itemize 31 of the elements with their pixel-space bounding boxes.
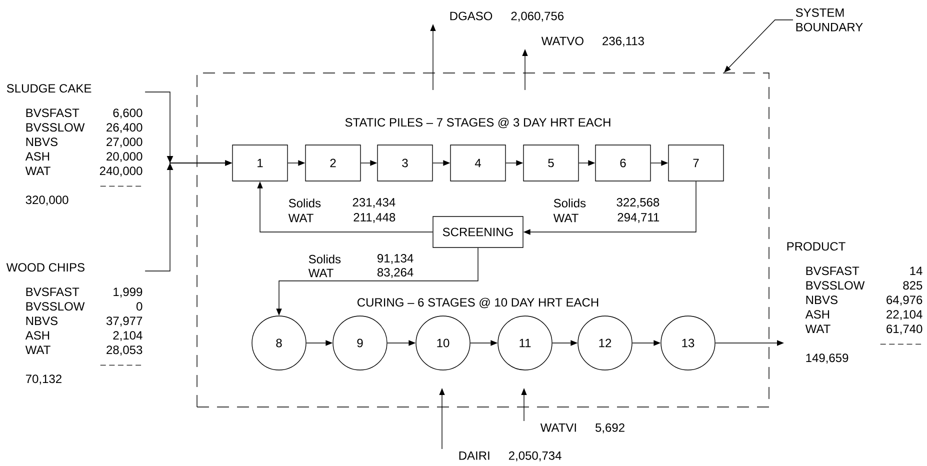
stage-box: 3 [377,144,433,182]
stream-label: DGASO 2,060,756 [450,12,564,22]
stream-value: WAT [308,268,334,278]
stream-value: Solids [554,198,586,208]
stream-value: 294,711 [618,213,660,223]
stream-label: WATVI 5,692 [540,423,624,434]
stream-table: SLUDGE CAKE BVSFAST 6,600 BVSSLOW 26,400 NBVS 27,000 ASH 20,000 WAT 240,000 320,000 [6,84,142,206]
stage-box: 2 [305,144,361,182]
stage-heading: CURING – 6 STAGES @ 10 DAY HRT EACH [358,298,598,308]
stream-value: Solids [288,198,321,208]
stage-box: 7 [668,144,724,182]
stream-value: 91,134 [378,254,414,264]
system-boundary [196,72,770,408]
stream-value: WAT [553,214,578,222]
stream-label: WATVO 236,113 [541,36,644,47]
stage-box: 4 [450,144,506,182]
stage-box: 5 [523,144,579,182]
stage-box: 1 [232,144,288,182]
stream-value: WAT [288,214,314,222]
stream-value: 211,448 [354,213,396,223]
stream-value: 231,434 [352,198,396,208]
stage-box: 6 [595,144,651,182]
stream-value: Solids [308,254,341,264]
stream-value: 322,568 [616,198,660,208]
screening-box: SCREENING [432,216,524,248]
stream-table: PRODUCT BVSFAST 14 BVSSLOW 825 NBVS 64,976 ASH 22,104 WAT 61,740 149,659 [787,242,922,364]
stream-table: WOOD CHIPS BVSFAST 1,999 BVSSLOW 0 NBVS 37,977 ASH 2,104 WAT 28,053 70,132 [6,263,142,385]
stream-label: DAIRI 2,050,734 [459,451,562,462]
stream-value: 83,264 [377,268,414,278]
stage-heading: STATIC PILES – 7 STAGES @ 3 DAY HRT EACH [345,118,610,128]
callout-text: SYSTEM BOUNDARY [796,8,863,32]
